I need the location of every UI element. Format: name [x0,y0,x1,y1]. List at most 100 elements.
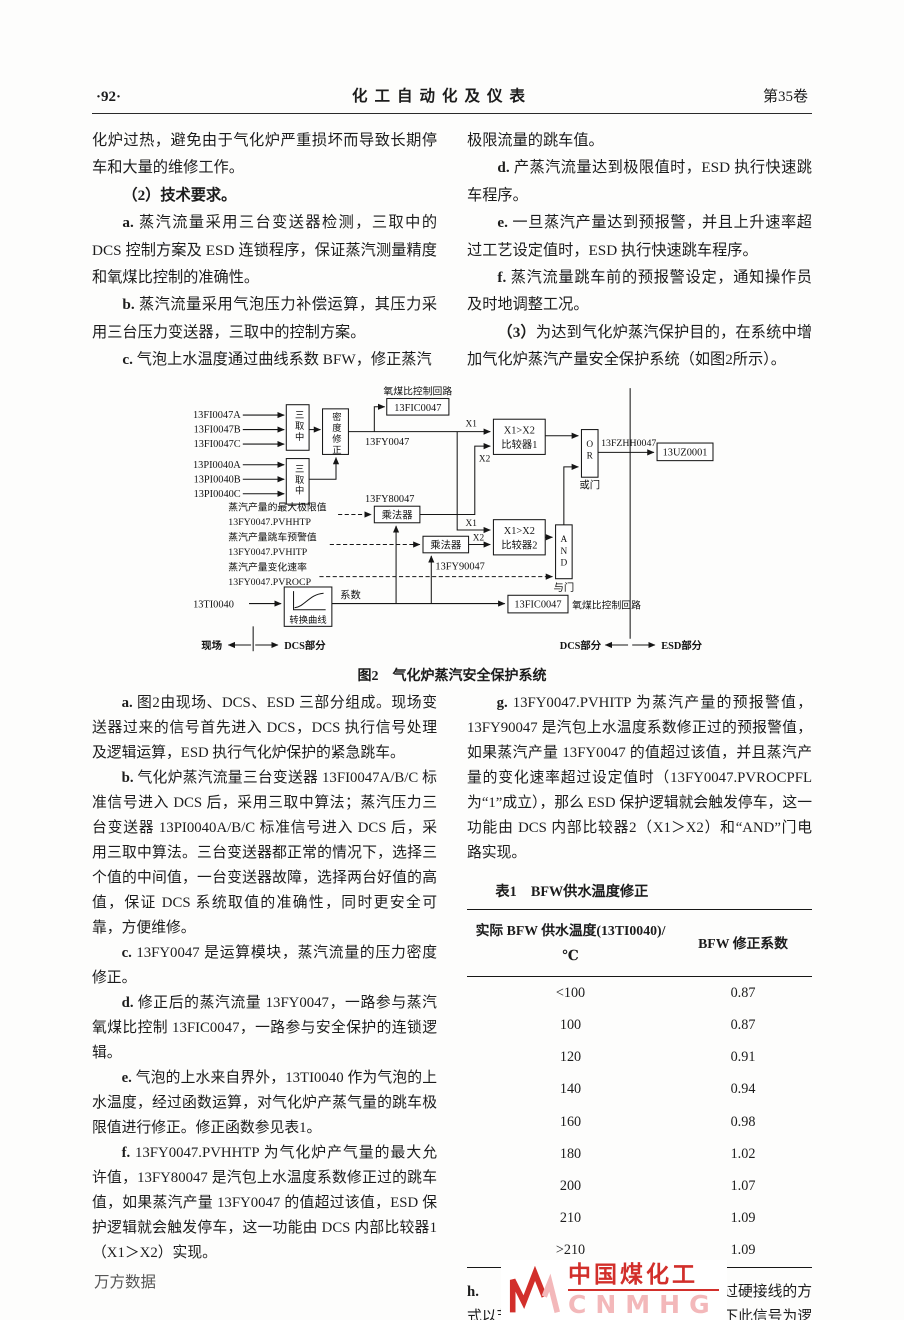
table-header-temperature: 实际 BFW 供水温度(13TI0040)/℃ [467,909,674,978]
left-column-bottom: a. 图2由现场、DCS、ESD 三部分组成。现场变送器过来的信号首先进入 DC… [92,691,437,1320]
roc-tag: 13FY0047.PVROCP [228,577,311,588]
paragraph-h-fragment-2: 式以节 [467,1308,512,1320]
fic-controller-box [386,397,450,416]
paragraph: c. 气泡上水温度通过曲线系数 BFW，修正蒸汽 [122,351,432,369]
figure-caption: 图2 气化炉蒸汽安全保护系统 [357,669,547,685]
and-gate-caption: 与门 [554,581,575,594]
oxy-coal-loop-bottom-label: 氧煤比控制回路 [572,598,641,611]
bottom-text-section: a. 图2由现场、DCS、ESD 三部分组成。现场变送器过来的信号首先进入 DC… [92,691,812,1320]
coefficient-label: 系数 [340,588,361,601]
right-column-top: 极限流量的跳车值。d. 产蒸汽流量达到极限值时，ESD 执行快速跳车程序。e. … [467,127,812,374]
prewarn-tag: 13FY0047.PVHITP [228,547,307,558]
paragraph: a. 图2由现场、DCS、ESD 三部分组成。现场变送器过来的信号首先进入 DC… [92,695,438,762]
density-correction-box [322,407,349,455]
table-header-row: 实际 BFW 供水温度(13TI0040)/℃ BFW 修正系数 [467,909,812,978]
esd-output-box [656,442,714,461]
figure-diagram: 13FI0047A 13FI0047B 13FI0047C 13PI0040A … [193,384,714,652]
tag-13pi0040a: 13PI0040A [193,460,241,471]
watermark-subtitle: CNMHG [568,1289,719,1319]
comparator-2-x1-label: X1 [465,519,477,529]
watermark-title: 中国煤化工 [568,1262,719,1291]
esd-section-label: ESD部分 [661,639,702,652]
watermark: 中国煤化工 CNMHG [501,1259,727,1320]
dcs-section-label-right: DCS部分 [560,639,602,652]
paragraph: g. 13FY0047.PVHITP 为蒸汽产量的预报警值，13FY90047 … [467,695,813,862]
paragraph-h: h. 通过硬接线的方 式以节 下此信号为逻 （下转第96页） [467,1259,812,1320]
right-column-bottom: g. 13FY0047.PVHITP 为蒸汽产量的预报警值，13FY90047 … [467,691,812,1320]
paragraph: c. 13FY0047 是运算模块，蒸汽流量的压力密度修正。 [92,945,437,987]
page-number: ·92· [96,89,122,105]
paragraph: b. 蒸汽流量采用气泡压力补偿运算，其压力采用三台压力变送器，三取中的控制方案。 [92,296,438,341]
or-gate-caption: 或门 [579,478,600,491]
paragraph: d. 产蒸汽流量达到极限值时，ESD 执行快速跳车程序。 [467,159,812,204]
conversion-curve-box [283,586,333,627]
conversion-curve-label: 转换曲线 [289,614,326,626]
oxy-coal-loop-top-label: 氧煤比控制回路 [383,384,452,397]
comparator-2-condition: X1>X2 [504,526,535,537]
paragraph-h-prefix: h. [467,1283,479,1300]
max-limit-label: 蒸汽产量的最大极限值 [228,500,326,513]
partition-lines [252,387,631,651]
tag-13fi0047c: 13FI0047C [194,439,241,450]
or-gate-box [580,428,599,478]
site-section-label: 现场 [201,639,222,652]
fic-controller-label: 13FIC0047 [394,403,441,414]
fic-controller-2-box [507,594,569,614]
watermark-text: 中国煤化工 CNMHG [568,1262,719,1320]
tag-13fy80047: 13FY80047 [365,494,414,505]
paragraph: （2）技术要求。 [122,186,237,204]
paragraph: d. 修正后的蒸汽流量 13FY0047，一路参与蒸汽氧煤比控制 13FIC00… [92,995,437,1062]
and-gate-box [555,523,573,579]
diagram-boxes [283,397,714,627]
comparator-2-label: 比较器2 [501,538,537,551]
paragraph-h-line-2: 式以节 下此信号为逻 [467,1305,812,1320]
page-header: ·92· 化工自动化及仪表 第35卷 [92,84,812,114]
median-selector-1-box [285,403,310,451]
multiplier-1-box [373,505,421,523]
comparator-1-box [492,418,546,455]
tag-13fy90047: 13FY90047 [435,561,484,572]
watermark-logo [509,1266,560,1314]
paragraph: （3）为达到气化炉蒸汽保护目的，在系统中增加气化炉蒸汽产量安全保护系统（如图2所… [467,323,813,369]
median-selector-1-label: 三取中 [293,410,305,443]
tag-13fy0047: 13FY0047 [365,437,409,448]
paragraph-g-block: g. 13FY0047.PVHITP 为蒸汽产量的预报警值，13FY90047 … [467,691,812,866]
paragraph: f. 蒸汽流量跳车前的预报警设定，通知操作员及时地调整工况。 [467,269,812,314]
journal-title: 化工自动化及仪表 [351,88,532,105]
multiplier-2-box [422,535,470,553]
comparator-1-x2-label: X2 [479,454,491,464]
top-text-section: 化炉过热，避免由于气化炉严重损坏而导致长期停车和大量的维修工作。 （2）技术要求。… [92,127,812,374]
paragraph-h-line-1: h. 通过硬接线的方 [467,1280,812,1305]
tag-13pi0040c: 13PI0040C [194,489,241,500]
fic-controller-2-label: 13FIC0047 [514,599,561,610]
and-gate-label: AND [559,535,569,570]
paragraph: e. 气泡的上水来自界外，13TI0040 作为气泡的上水温度，经过函数运算，对… [92,1070,437,1137]
comparator-2-box [492,518,546,556]
paragraph: 化炉过热，避免由于气化炉严重损坏而导致长期停车和大量的维修工作。 [92,132,437,177]
dcs-section-label-left: DCS部分 [284,639,326,652]
paragraph: b. 气化炉蒸汽流量三台变送器 13FI0047A/B/C 标准信号进入 DCS… [92,770,437,937]
median-selector-2-label: 三取中 [293,463,305,496]
parameter-lines [319,511,553,580]
paragraph: a. 蒸汽流量采用三台变送器检测，三取中的 DCS 控制方案及 ESD 连锁程序… [92,214,438,287]
multiplier-2-label: 乘法器 [430,538,462,551]
volume-label: 第35卷 [762,89,808,105]
comparator-2-x2-label: X2 [473,533,485,543]
curve-plot-icon [293,590,326,610]
tag-13fi0047b: 13FI0047B [194,424,241,435]
multiplier-1-label: 乘法器 [382,508,414,521]
comparator-1-x1-label: X1 [465,419,477,429]
tag-13pi0040b: 13PI0040B [194,474,241,485]
table-caption: 表1 BFW供水温度修正 [495,884,649,901]
paragraph: 极限流量的跳车值。 [467,132,604,149]
tag-13fi0047a: 13FI0047A [193,410,241,421]
